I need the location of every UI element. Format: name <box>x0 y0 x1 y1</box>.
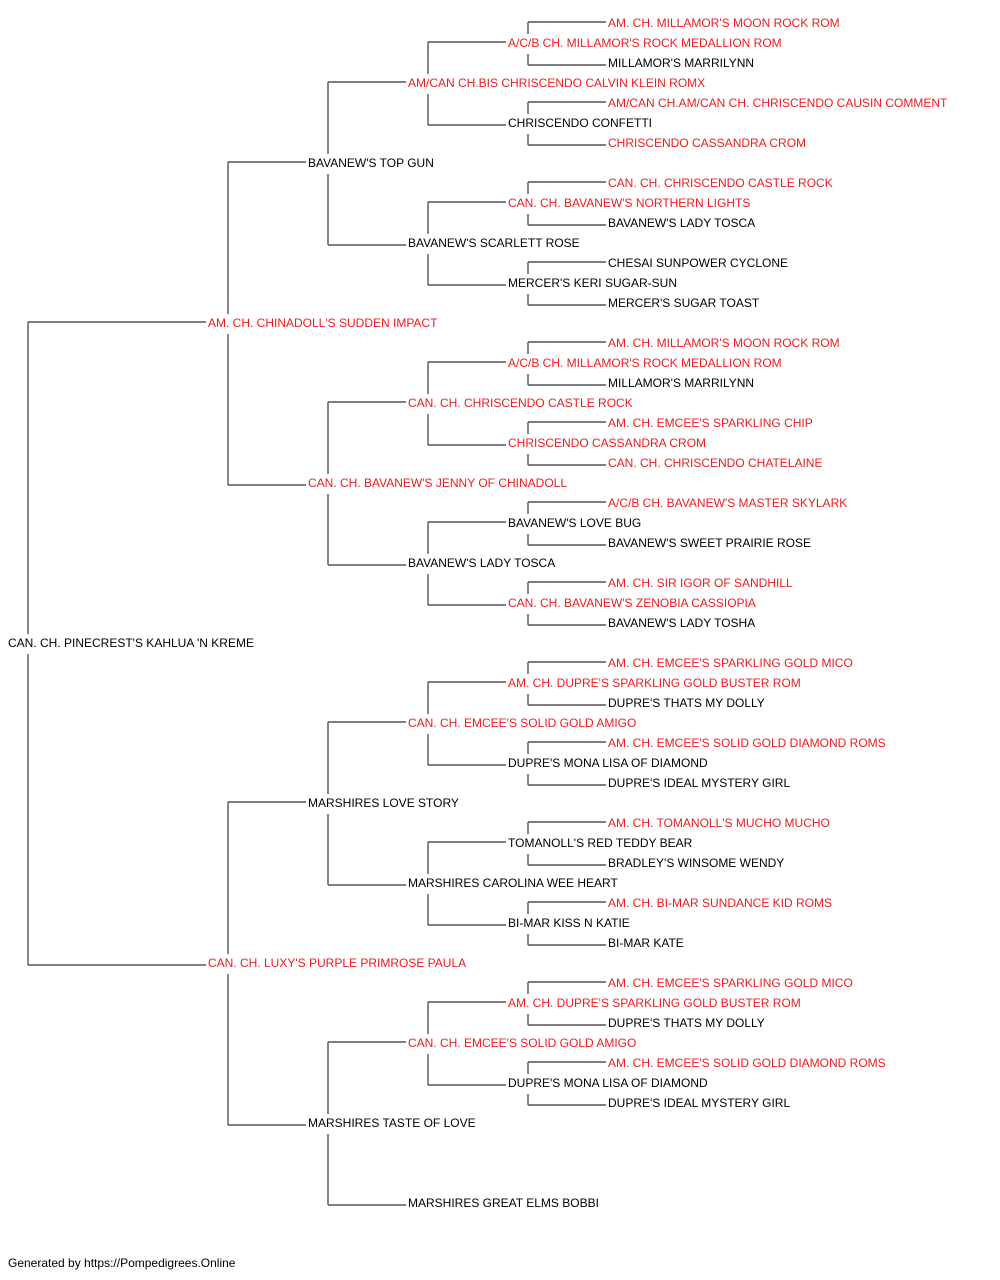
dog-name-gen3: BAVANEW'S LADY TOSCA <box>408 556 555 570</box>
dog-name-gen2: MARSHIRES LOVE STORY <box>308 796 459 810</box>
dog-name-gen4: BI-MAR KISS N KATIE <box>508 916 630 930</box>
dog-name-gen5: AM. CH. EMCEE'S SOLID GOLD DIAMOND ROMS <box>608 1056 886 1070</box>
dog-name-gen4: CHRISCENDO CASSANDRA CROM <box>508 436 706 450</box>
dog-name-gen5: AM. CH. BI-MAR SUNDANCE KID ROMS <box>608 896 832 910</box>
dog-name-gen3: AM/CAN CH.BIS CHRISCENDO CALVIN KLEIN RO… <box>408 76 705 90</box>
dog-name-gen2: CAN. CH. BAVANEW'S JENNY OF CHINADOLL <box>308 476 567 490</box>
dog-name-gen1: AM. CH. CHINADOLL'S SUDDEN IMPACT <box>208 316 438 330</box>
dog-name-gen3: MARSHIRES GREAT ELMS BOBBI <box>408 1196 599 1210</box>
dog-name-gen4: BAVANEW'S LOVE BUG <box>508 516 641 530</box>
dog-name-gen4: MERCER'S KERI SUGAR-SUN <box>508 276 677 290</box>
dog-name-gen5: DUPRE'S THATS MY DOLLY <box>608 696 765 710</box>
dog-name-gen4: CAN. CH. BAVANEW'S ZENOBIA CASSIOPIA <box>508 596 756 610</box>
dog-name-gen5: AM. CH. SIR IGOR OF SANDHILL <box>608 576 793 590</box>
dog-name-gen5: MILLAMOR'S MARRILYNN <box>608 56 754 70</box>
dog-name-gen5: CHESAI SUNPOWER CYCLONE <box>608 256 788 270</box>
dog-name-gen5: DUPRE'S THATS MY DOLLY <box>608 1016 765 1030</box>
dog-name-gen4: AM. CH. DUPRE'S SPARKLING GOLD BUSTER RO… <box>508 996 801 1010</box>
dog-name-gen5: BRADLEY'S WINSOME WENDY <box>608 856 784 870</box>
dog-name-gen3: CAN. CH. EMCEE'S SOLID GOLD AMIGO <box>408 1036 636 1050</box>
dog-name-gen1: CAN. CH. LUXY'S PURPLE PRIMROSE PAULA <box>208 956 466 970</box>
dog-name-gen5: MILLAMOR'S MARRILYNN <box>608 376 754 390</box>
dog-name-gen5: DUPRE'S IDEAL MYSTERY GIRL <box>608 1096 790 1110</box>
dog-name-gen5: A/C/B CH. BAVANEW'S MASTER SKYLARK <box>608 496 847 510</box>
dog-name-gen5: BAVANEW'S LADY TOSHA <box>608 616 755 630</box>
dog-name-gen3: CAN. CH. EMCEE'S SOLID GOLD AMIGO <box>408 716 636 730</box>
dog-name-gen5: AM. CH. EMCEE'S SPARKLING GOLD MICO <box>608 656 853 670</box>
pedigree-labels: CAN. CH. PINECREST'S KAHLUA 'N KREME AM. … <box>8 16 948 1210</box>
dog-name-gen5: AM. CH. MILLAMOR'S MOON ROCK ROM <box>608 336 840 350</box>
dog-name-gen5: CAN. CH. CHRISCENDO CHATELAINE <box>608 456 822 470</box>
dog-name-gen5: MERCER'S SUGAR TOAST <box>608 296 760 310</box>
dog-name-gen5: AM. CH. TOMANOLL'S MUCHO MUCHO <box>608 816 830 830</box>
dog-name-gen0: CAN. CH. PINECREST'S KAHLUA 'N KREME <box>8 636 254 650</box>
dog-name-gen2: BAVANEW'S TOP GUN <box>308 156 434 170</box>
dog-name-gen4: TOMANOLL'S RED TEDDY BEAR <box>508 836 693 850</box>
dog-name-gen4: A/C/B CH. MILLAMOR'S ROCK MEDALLION ROM <box>508 36 782 50</box>
dog-name-gen5: CAN. CH. CHRISCENDO CASTLE ROCK <box>608 176 833 190</box>
dog-name-gen3: CAN. CH. CHRISCENDO CASTLE ROCK <box>408 396 633 410</box>
dog-name-gen5: AM. CH. EMCEE'S SOLID GOLD DIAMOND ROMS <box>608 736 886 750</box>
dog-name-gen2: MARSHIRES TASTE OF LOVE <box>308 1116 476 1130</box>
dog-name-gen5: AM/CAN CH.AM/CAN CH. CHRISCENDO CAUSIN C… <box>608 96 948 110</box>
dog-name-gen5: BI-MAR KATE <box>608 936 684 950</box>
dog-name-gen4: A/C/B CH. MILLAMOR'S ROCK MEDALLION ROM <box>508 356 782 370</box>
dog-name-gen5: BAVANEW'S LADY TOSCA <box>608 216 755 230</box>
dog-name-gen5: CHRISCENDO CASSANDRA CROM <box>608 136 806 150</box>
dog-name-gen4: CAN. CH. BAVANEW'S NORTHERN LIGHTS <box>508 196 750 210</box>
dog-name-gen5: BAVANEW'S SWEET PRAIRIE ROSE <box>608 536 811 550</box>
dog-name-gen4: DUPRE'S MONA LISA OF DIAMOND <box>508 1076 708 1090</box>
dog-name-gen3: MARSHIRES CAROLINA WEE HEART <box>408 876 618 890</box>
dog-name-gen5: DUPRE'S IDEAL MYSTERY GIRL <box>608 776 790 790</box>
footer-credit: Generated by https://Pompedigrees.Online <box>8 1256 236 1270</box>
dog-name-gen5: AM. CH. EMCEE'S SPARKLING CHIP <box>608 416 813 430</box>
dog-name-gen4: DUPRE'S MONA LISA OF DIAMOND <box>508 756 708 770</box>
dog-name-gen5: AM. CH. MILLAMOR'S MOON ROCK ROM <box>608 16 840 30</box>
dog-name-gen3: BAVANEW'S SCARLETT ROSE <box>408 236 580 250</box>
pedigree-connectors <box>27 21 606 1206</box>
dog-name-gen5: AM. CH. EMCEE'S SPARKLING GOLD MICO <box>608 976 853 990</box>
dog-name-gen4: AM. CH. DUPRE'S SPARKLING GOLD BUSTER RO… <box>508 676 801 690</box>
dog-name-gen4: CHRISCENDO CONFETTI <box>508 116 652 130</box>
